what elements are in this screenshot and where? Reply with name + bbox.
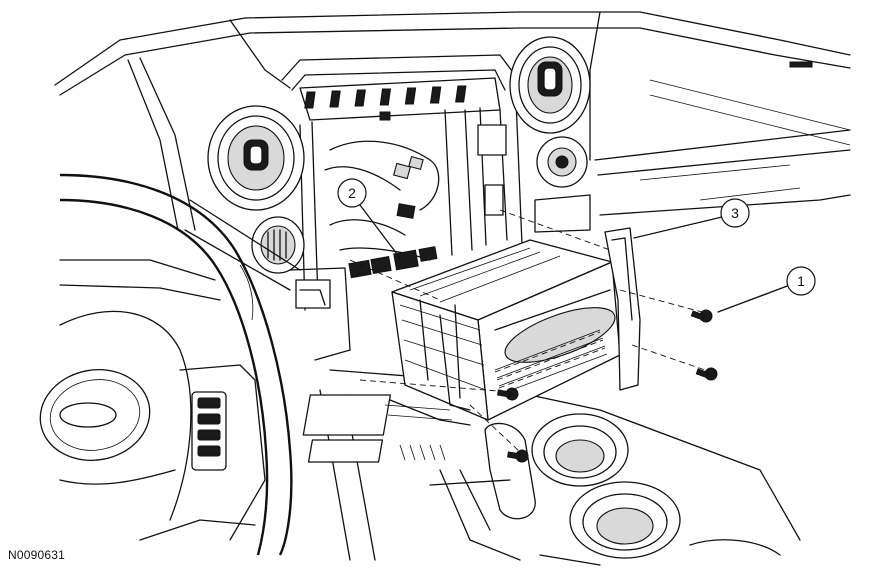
callout-3: 3: [633, 198, 750, 239]
screw-icon: [506, 449, 529, 463]
right-air-vent: [509, 36, 591, 233]
alignment-lines: [349, 209, 706, 453]
callout-1: 1: [717, 266, 816, 313]
figure-id: N0090631: [8, 548, 65, 562]
callout-3-label: 3: [731, 205, 739, 221]
center-console: [302, 369, 801, 566]
callout-1-label: 1: [797, 273, 805, 289]
audio-unit-bracket: [604, 227, 641, 391]
callout-2: 2: [337, 178, 401, 259]
gear-shifter: [484, 422, 536, 520]
logo-mark: [789, 61, 813, 68]
audio-unit: [391, 227, 641, 421]
bezel-slots: [304, 85, 467, 109]
connector-upper: [396, 203, 416, 219]
instrument-panel: [54, 11, 851, 231]
callout-2-label: 2: [348, 185, 356, 201]
screws: [496, 309, 718, 463]
audio-unit-vents: [494, 329, 608, 395]
lower-left-vent: [251, 216, 305, 274]
logo-oval: [59, 402, 117, 428]
steering-wheel: [39, 173, 301, 556]
left-air-vent: [207, 105, 305, 211]
center-stack: [281, 54, 523, 361]
screw-icon: [690, 309, 713, 323]
electrical-connectors: [348, 246, 438, 279]
screw-icon: [496, 387, 519, 401]
screw-icon: [695, 367, 718, 381]
